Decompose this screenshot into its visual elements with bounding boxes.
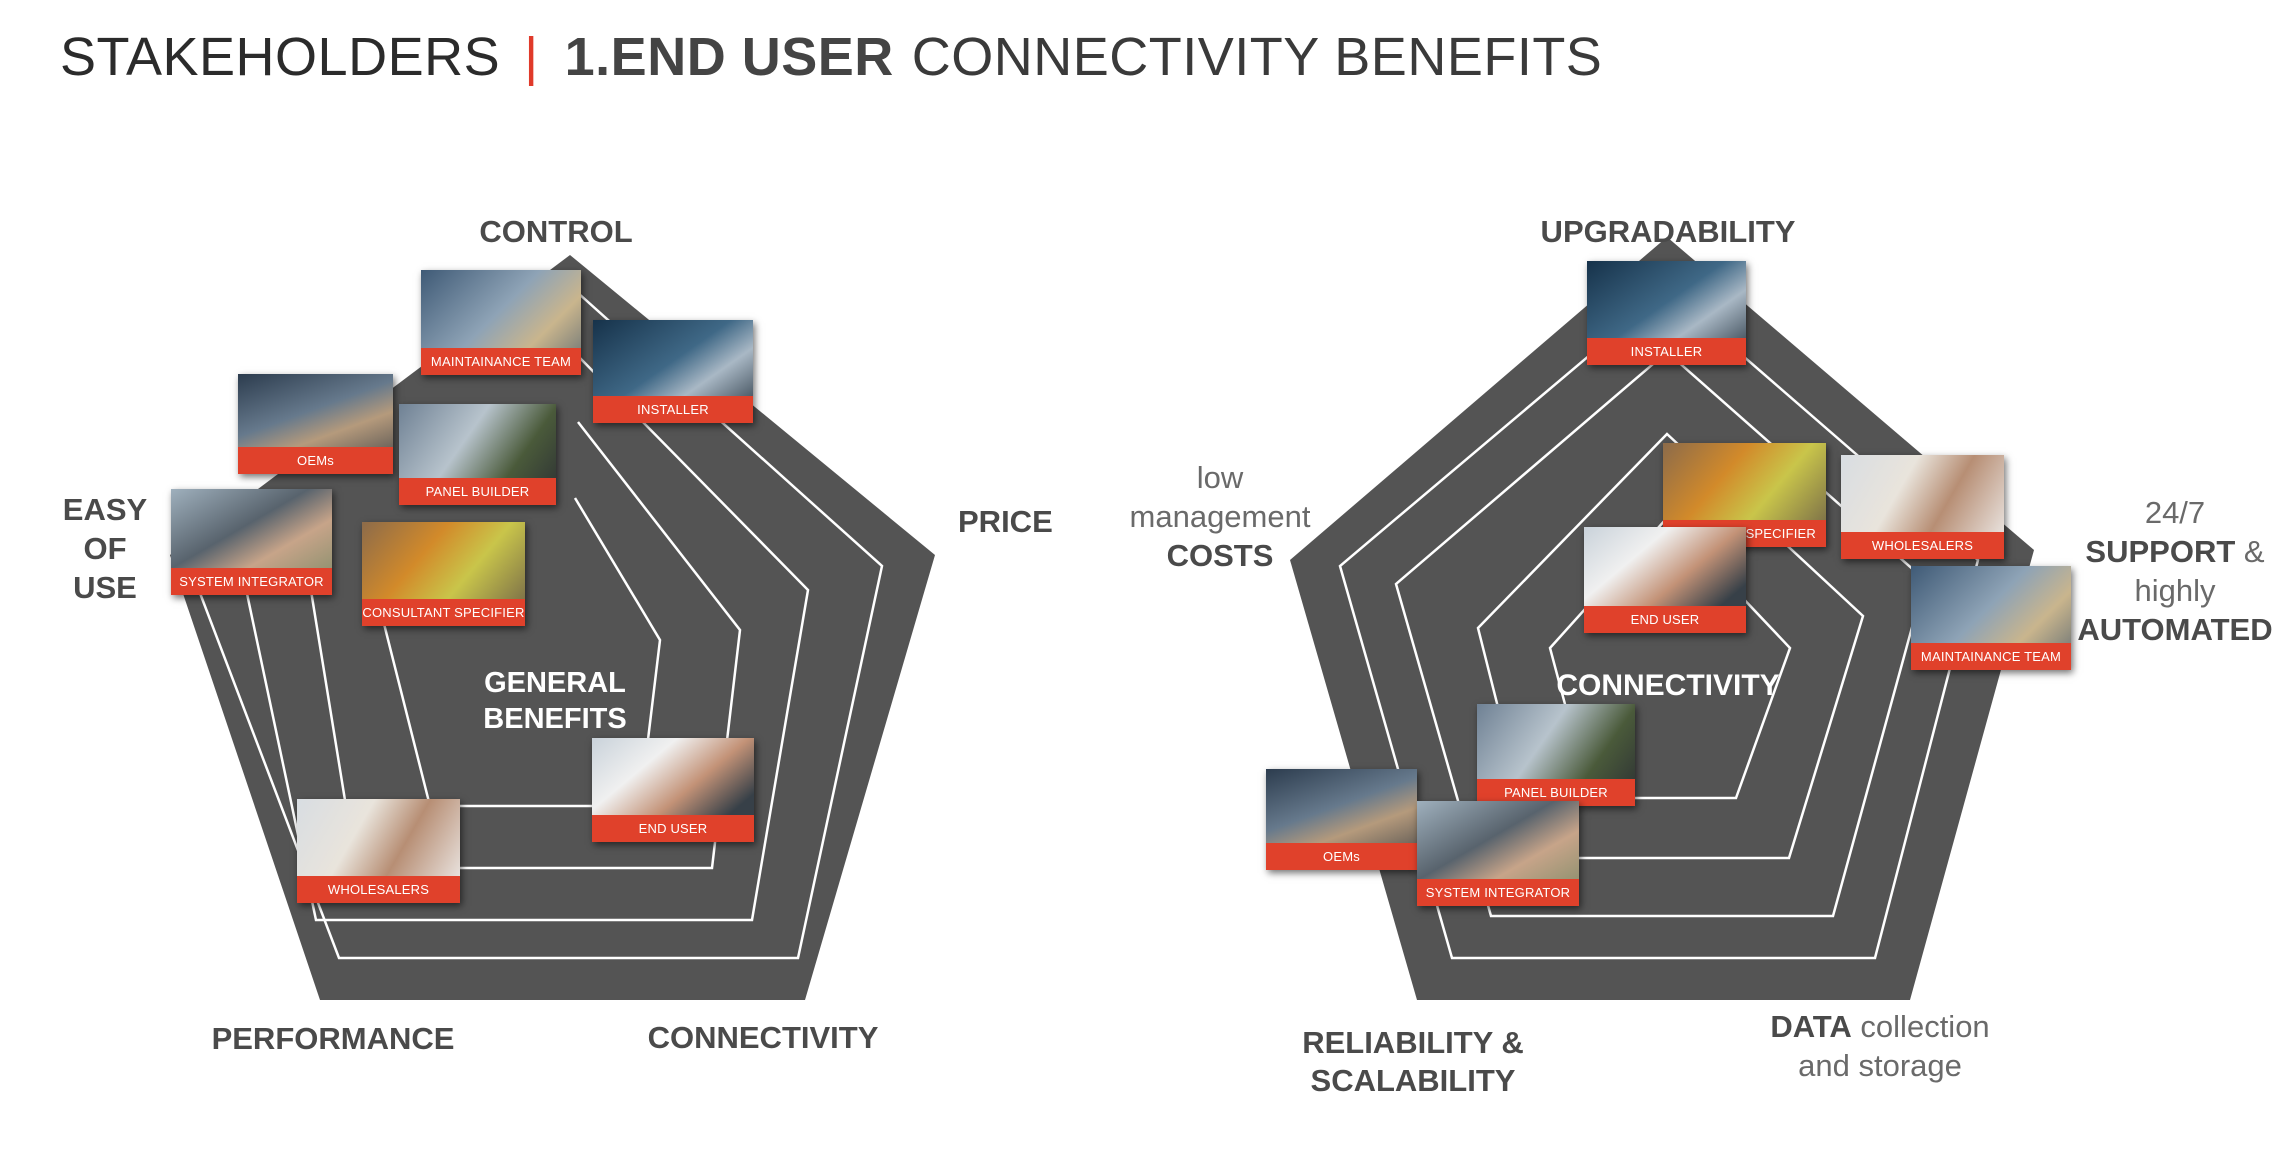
title-bold: 1.END USER bbox=[564, 27, 894, 87]
left-card-system-integrator: SYSTEM INTEGRATOR bbox=[171, 489, 332, 595]
right-axis-left-line3: COSTS bbox=[1166, 538, 1274, 573]
right-card-end-user-caption: END USER bbox=[1584, 606, 1746, 633]
left-axis-left-line3: USE bbox=[73, 570, 137, 605]
left-ring-1 bbox=[193, 292, 884, 960]
left-center-label: GENERAL BENEFITS bbox=[483, 665, 626, 737]
right-card-maintenance-team: MAINTAINANCE TEAM bbox=[1911, 566, 2071, 670]
right-axis-right-amp: & bbox=[2235, 534, 2265, 569]
title-light: CONNECTIVITY BENEFITS bbox=[911, 27, 1603, 87]
left-ring-2 bbox=[240, 355, 810, 922]
right-axis-left-line1: low bbox=[1196, 460, 1244, 495]
title-prefix: STAKEHOLDERS bbox=[60, 27, 501, 87]
right-axis-right-line2: SUPPORT & bbox=[2077, 532, 2272, 571]
left-axis-bottom-left: PERFORMANCE bbox=[211, 1021, 455, 1056]
right-axis-right-support: SUPPORT bbox=[2085, 534, 2236, 569]
left-card-system-integrator-caption: SYSTEM INTEGRATOR bbox=[171, 568, 332, 595]
left-card-installer-caption: INSTALLER bbox=[593, 396, 753, 423]
left-card-wholesalers-caption: WHOLESALERS bbox=[297, 876, 460, 903]
left-axis-left: EASY OF USE bbox=[63, 490, 147, 607]
right-axis-top: UPGRADABILITY bbox=[1540, 214, 1796, 249]
title-separator: | bbox=[524, 27, 539, 87]
left-axis-top: CONTROL bbox=[479, 214, 633, 249]
right-axis-left-line2: management bbox=[1129, 499, 1311, 534]
right-center-label: CONNECTIVITY bbox=[1556, 669, 1780, 702]
left-ring-3 bbox=[305, 421, 742, 870]
right-card-system-integrator: SYSTEM INTEGRATOR bbox=[1417, 801, 1579, 906]
right-ring-3 bbox=[1476, 432, 1865, 860]
right-card-wholesalers-caption: WHOLESALERS bbox=[1841, 532, 2004, 559]
left-card-end-user: END USER bbox=[592, 738, 754, 842]
left-axis-right: PRICE bbox=[958, 504, 1053, 539]
right-card-end-user: END USER bbox=[1584, 527, 1746, 633]
right-card-oems-caption: OEMs bbox=[1266, 843, 1417, 870]
left-card-panel-builder-caption: PANEL BUILDER bbox=[399, 478, 556, 505]
left-card-oems: OEMs bbox=[238, 374, 393, 474]
left-axis-left-line2: OF bbox=[83, 531, 127, 566]
right-axis-bottom-left-line1: RELIABILITY & bbox=[1302, 1025, 1524, 1060]
right-axis-right: 24/7 SUPPORT & highly AUTOMATED bbox=[2077, 493, 2272, 649]
right-axis-left: low management COSTS bbox=[1130, 458, 1311, 575]
right-card-maintenance-caption: MAINTAINANCE TEAM bbox=[1911, 643, 2071, 670]
left-center-line2: BENEFITS bbox=[483, 703, 627, 735]
right-axis-bottom-right-line2: and storage bbox=[1798, 1048, 1962, 1083]
right-axis-data: DATA bbox=[1770, 1009, 1852, 1044]
left-card-maintenance-team: MAINTAINANCE TEAM bbox=[421, 270, 581, 375]
right-card-installer: INSTALLER bbox=[1587, 261, 1746, 365]
right-axis-bottom-right-line1: DATA collection bbox=[1770, 1007, 1989, 1046]
page-title: STAKEHOLDERS | 1.END USER CONNECTIVITY B… bbox=[60, 22, 1602, 92]
left-card-consultant-caption: CONSULTANT SPECIFIER bbox=[362, 599, 525, 626]
left-card-installer: INSTALLER bbox=[593, 320, 753, 423]
left-card-consultant-specifier: CONSULTANT SPECIFIER bbox=[362, 522, 525, 626]
left-axis-left-line1: EASY bbox=[62, 492, 148, 527]
left-card-end-user-caption: END USER bbox=[592, 815, 754, 842]
right-axis-collection: collection bbox=[1851, 1009, 1990, 1044]
left-card-panel-builder: PANEL BUILDER bbox=[399, 404, 556, 505]
right-card-system-integrator-caption: SYSTEM INTEGRATOR bbox=[1417, 879, 1579, 906]
right-axis-bottom-left-line2: SCALABILITY bbox=[1310, 1063, 1516, 1098]
right-card-installer-caption: INSTALLER bbox=[1587, 338, 1746, 365]
left-card-maintenance-caption: MAINTAINANCE TEAM bbox=[421, 348, 581, 375]
left-center-line1: GENERAL bbox=[484, 667, 626, 699]
left-card-wholesalers: WHOLESALERS bbox=[297, 799, 460, 903]
right-axis-right-line4: AUTOMATED bbox=[2077, 612, 2273, 647]
left-card-oems-caption: OEMs bbox=[238, 447, 393, 474]
right-card-oems: OEMs bbox=[1266, 769, 1417, 870]
right-card-panel-builder: PANEL BUILDER bbox=[1477, 704, 1635, 806]
right-card-wholesalers: WHOLESALERS bbox=[1841, 455, 2004, 559]
right-axis-bottom-left: RELIABILITY & SCALABILITY bbox=[1302, 1024, 1524, 1100]
right-axis-right-line1: 24/7 bbox=[2144, 495, 2206, 530]
right-axis-right-line3: highly bbox=[2134, 573, 2216, 608]
right-axis-bottom-right: DATA collection and storage bbox=[1770, 1007, 1989, 1085]
left-axis-bottom-right: CONNECTIVITY bbox=[647, 1020, 879, 1055]
right-ring-4 bbox=[1548, 516, 1792, 800]
